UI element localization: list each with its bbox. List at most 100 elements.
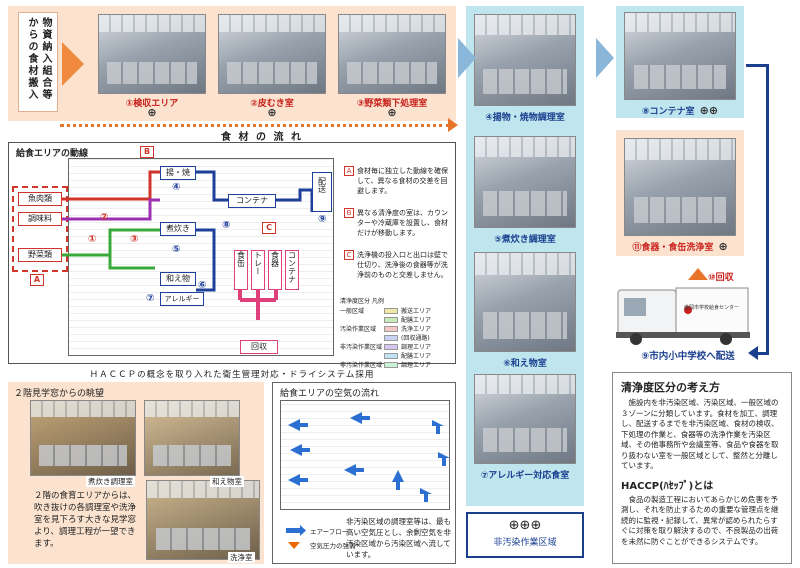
container-zone-mark: ⊕⊕ [699,104,719,117]
gallery-title: ２階見学窓からの眺望 [14,389,105,399]
legend-swatch [384,334,398,341]
photo-vegetable [338,14,446,94]
wash-dishes-text: 食器 [270,251,280,267]
legend-value: (回収通路) [401,335,430,342]
wash-canister-text: 食缶 [236,251,246,267]
legend-row: 非汚染作業区域調理エリア [340,360,450,369]
arrival-text-box: 物資納入組合等からの食材搬入 [18,12,58,112]
floorplan-note-a: A 食材毎に独立した動線を確保して、異なる食材の交差を回避します。 [344,166,450,196]
label-seasoning: 調味料 [18,212,62,226]
food-flow-line [60,124,450,127]
room-allergy: アレルギー [160,292,204,306]
caption-peeling: ②皮むき室 [250,99,294,109]
clean-zone-box: 清浄度区分の考え方 施設内を非汚染区域、汚染区域、一般区域の３ゾーンに分類してい… [612,372,792,564]
delivery-label: ⑨市内小中学校へ配送 [641,351,735,362]
delivery-arrowhead [748,346,758,360]
airflow-text: 非汚染区域の調理室等は、最も高い空気圧とし、余剰空気を非汚染区域から汚染区域へ流… [346,517,451,559]
gallery-photo-simmer [30,400,136,476]
legend-row: 汚染作業区域 洗浄エリア [340,324,450,333]
wash-label-canister: 食缶 [234,250,248,290]
flow-chevron-mid [596,38,614,78]
zone-mark-vegetable: ⊕ [387,106,397,119]
label-fish-meat: 魚肉類 [18,192,62,206]
haccp-heading: HACCP(ﾊｾｯﾌﾟ)とは [621,480,714,492]
prep-num-2: ② [100,212,109,223]
legend-row: 配膳エリア [340,351,450,360]
haccp-banner: ＨＡＣＣＰの概念を取り入れた衛生管理対応・ドライシステム採用 [89,370,375,380]
legend-label: 非汚染作業区域 [340,344,383,351]
airflow-legend-pressure: 空気圧力の強弱 [310,542,356,550]
room-container-num: ⑧ [222,220,231,231]
room-simmer-label: 煮炊き [166,224,190,233]
legend-swatch [384,361,398,368]
room-fry: 揚・焼 [160,166,196,180]
legend-value: 搬送エリア [401,308,432,315]
food-flow-arrowhead [448,118,458,132]
legend-value: 調理エリア [401,344,432,351]
arrival-arrow [62,42,84,86]
legend-row: 一般区域 搬送エリア [340,306,450,315]
wash-room-label: ⑪食器・食缶洗浄室 [632,243,714,253]
noncontam-symbol: ⊕⊕⊕ [508,518,542,533]
photo-aemono-room [474,252,576,352]
room-simmer-num: ⑤ [172,244,181,255]
container-room-label: ⑧コンテナ室 [641,107,695,117]
collect-box: 回収 [240,340,278,354]
note-c-mark: C [344,250,354,260]
note-c-text: 洗浄機の投入口と出口は壁で仕切り、洗浄後の食器等が洗浄前のものと交差しません。 [357,251,448,279]
room-delivery: 配送 [312,172,332,212]
legend-swatch [384,325,398,332]
photo-allergy-room [474,374,576,464]
photo-container-room [624,12,736,100]
caption-simmer-room: ⑤煮炊き調理室 [494,235,556,245]
photo-inspection [98,14,206,94]
marker-b: B [140,146,154,158]
zone-mark-inspection: ⊕ [147,106,157,119]
legend-swatch [384,307,398,314]
room-fry-num: ④ [172,182,181,193]
caption-aemono-room: ⑥和え物室 [503,359,547,369]
note-b-text: 異なる清浄度の室は、カウンターや冷蔵庫を設置し、食材だけが移動します。 [357,209,448,237]
noncontam-label: 非汚染作業区域 [493,538,557,548]
floorplan-note-c: C 洗浄機の投入口と出口は壁で仕切り、洗浄後の食器等が洗浄前のものと交差しません… [344,250,450,280]
legend-value: 洗浄エリア [401,326,432,333]
wash-tray-text: トレー [253,251,263,275]
clean-zone-body: 施設内を非汚染区域、汚染区域、一般区域の３ゾーンに分類しています。食材を加工、調… [621,398,779,470]
container-caption: ⑧コンテナ室 ⊕⊕ [616,104,744,117]
gallery-photo-aemono [144,400,240,476]
prep-num-1: ① [88,234,97,245]
legend-label: 汚染作業区域 [340,326,377,333]
collect-label: 回収 [251,342,267,351]
wash-label-container: コンテナ [285,250,299,290]
wash-zone-mark: ⊕ [718,240,728,253]
marker-a: A [30,274,44,286]
delivery-connector-v [766,64,769,354]
room-allergy-num: ⑦ [146,293,155,304]
room-delivery-label: 配送 [317,177,327,193]
wash-caption: ⑪食器・食缶洗浄室 ⊕ [616,240,744,253]
legend-swatch [384,352,398,359]
wash-label-dishes: 食器 [268,250,282,290]
airflow-arrows [286,412,450,549]
photo-fry-room [474,14,576,106]
legend-row: 非汚染作業区域 調理エリア [340,342,450,351]
room-delivery-num: ⑨ [318,214,327,225]
legend-row: (回収通路) [340,333,450,342]
food-flow-label: 食 材 の 流 れ [221,132,303,143]
room-aemono: 和え物 [160,272,196,286]
legend-label: 一般区域 [340,308,365,315]
note-a-text: 食材毎に独立した動線を確保して、異なる食材の交差を回避します。 [357,167,448,195]
flow-chevron-left [458,38,476,78]
gallery-label-wash: 洗浄室 [228,552,255,563]
zone-legend: 清浄度区分 凡例 一般区域搬送エリア 配膳エリア 汚染作業区域洗浄エリア (回収… [340,296,450,369]
delivery-connector-h [746,64,768,67]
room-simmer: 煮炊き [160,222,196,236]
wash-label-tray: トレー [251,250,265,290]
delivery-truck [616,287,750,345]
caption-fry-room: ④揚物・焼物調理室 [485,113,565,123]
caption-allergy-room: ⑦アレルギー対応食室 [480,471,570,481]
gallery-label-aemono: 和え物室 [210,476,244,487]
legend-value: 配膳エリア [401,317,432,324]
photo-peeling [218,14,326,94]
noncontam-box: ⊕⊕⊕ 非汚染作業区域 [466,512,584,558]
